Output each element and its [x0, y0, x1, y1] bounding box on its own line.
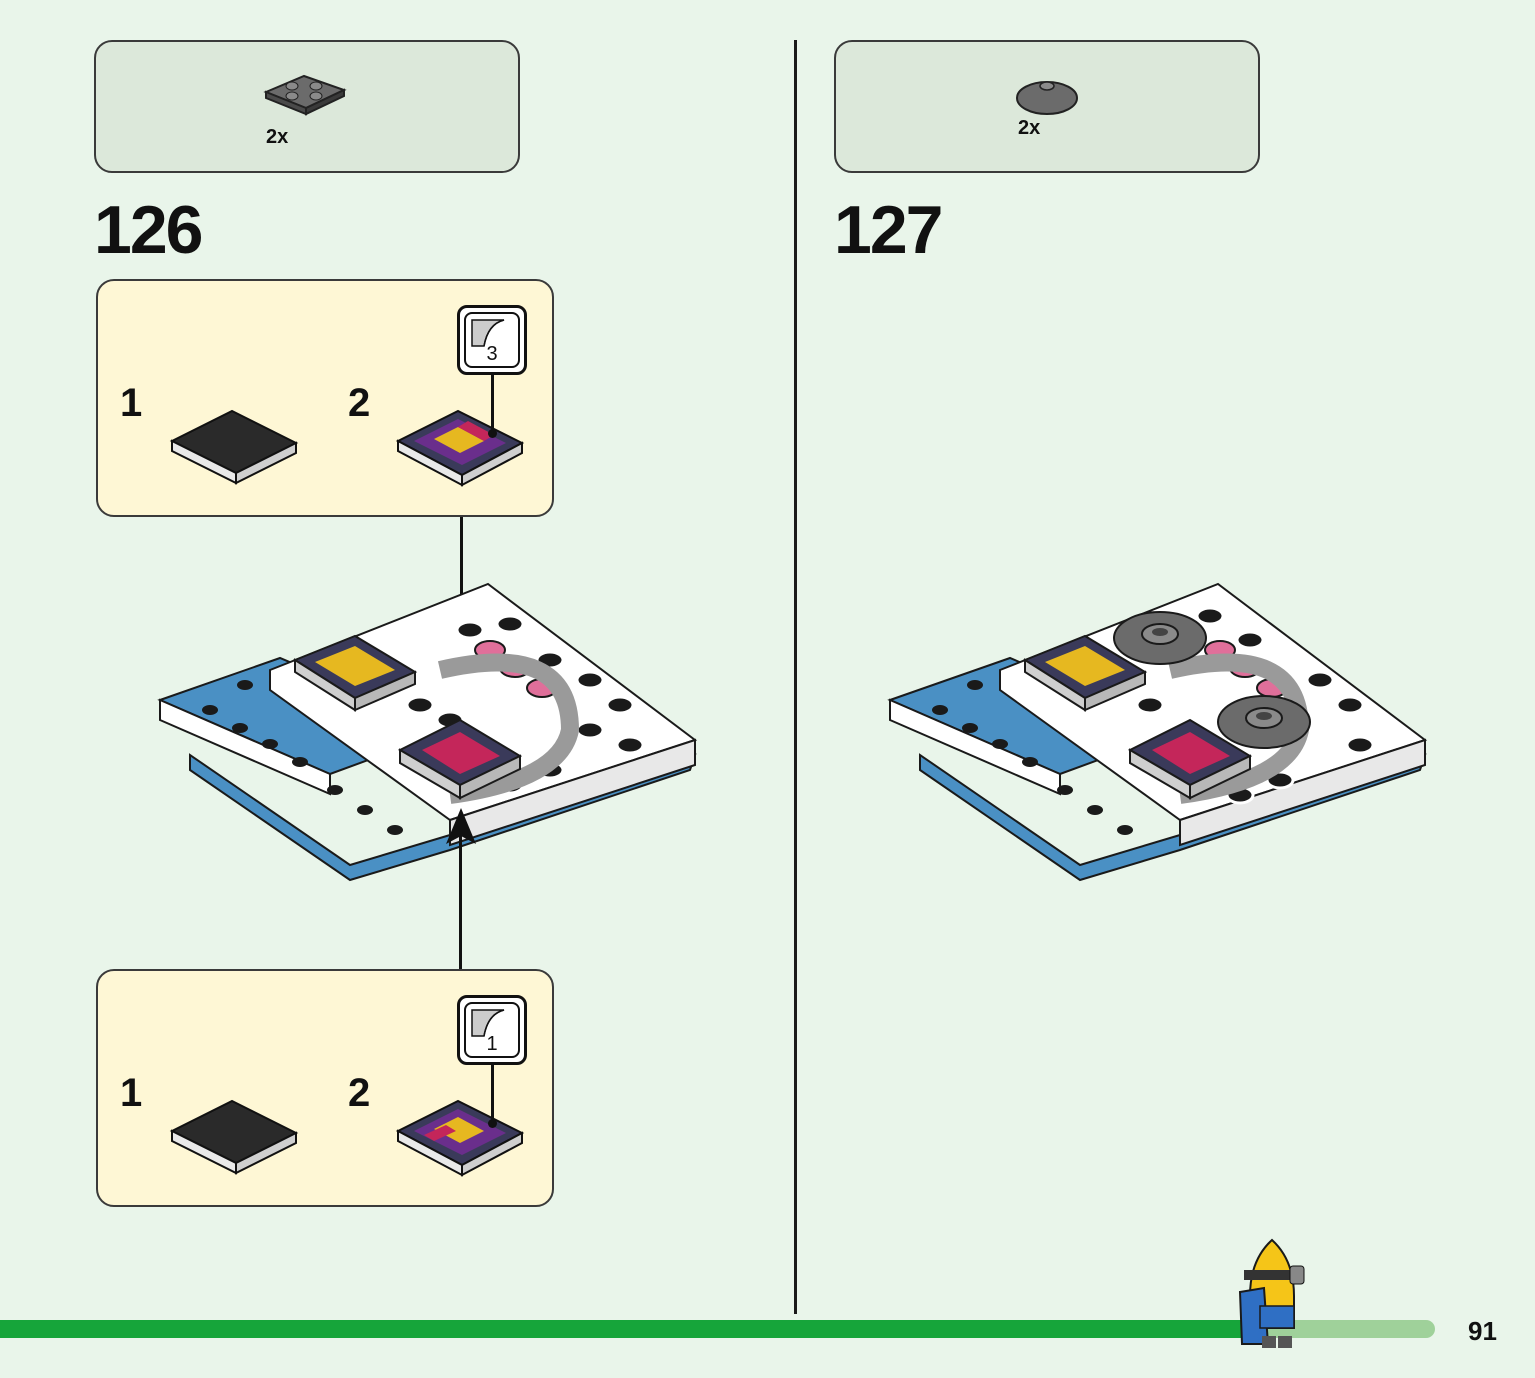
step-number: 127 — [834, 192, 943, 268]
connector-line-top — [460, 517, 463, 655]
dark-grey-round-dish-icon — [1016, 81, 1078, 115]
black-tile-2x2-icon — [169, 409, 299, 485]
substep-number: 2 — [348, 381, 371, 425]
blue-edge-studs — [202, 680, 403, 835]
parts-list-126: 2x — [94, 40, 520, 173]
sticker-leader-line — [491, 1065, 494, 1123]
arrow-up-icon — [446, 808, 476, 844]
part-quantity: 2x — [1018, 117, 1041, 139]
substep-number: 1 — [120, 381, 143, 425]
printed-tile-with-sticker-icon — [395, 409, 525, 487]
sticker-reference: 3 — [457, 305, 527, 375]
dark-grey-dish-placed — [1217, 695, 1311, 749]
substep-number: 2 — [348, 1071, 371, 1115]
sticker-peel-icon — [471, 319, 505, 347]
subassembly-callout-top: 1 2 3 — [96, 279, 554, 517]
subassembly-callout-bottom: 1 2 1 — [96, 969, 554, 1207]
printed-tile-placed — [292, 634, 418, 712]
substep-number: 1 — [120, 1071, 143, 1115]
printed-tile-placed — [397, 718, 523, 800]
assembly-model-127 — [887, 582, 1428, 882]
page-number: 91 — [1468, 1316, 1497, 1346]
printed-tile-with-sticker-icon — [395, 1099, 525, 1177]
assembly-model-126 — [157, 582, 698, 882]
sticker-leader-dot — [488, 429, 497, 438]
black-tile-2x2-icon — [169, 1099, 299, 1175]
sticker-number: 3 — [486, 343, 498, 365]
sticker-peel-icon — [471, 1009, 505, 1037]
sticker-leader-line — [491, 375, 494, 433]
sticker-reference: 1 — [457, 995, 527, 1065]
connector-line-bottom — [459, 836, 462, 970]
part-quantity: 2x — [266, 126, 289, 148]
minion-mascot-icon — [1238, 1238, 1305, 1348]
step-number: 126 — [94, 192, 203, 268]
dark-grey-dish-placed — [1113, 611, 1207, 665]
progress-fill — [0, 1320, 1248, 1338]
parts-list-127: 2x — [834, 40, 1260, 173]
dark-grey-plate-2x2-with-studs-icon — [263, 74, 347, 116]
sticker-leader-dot — [488, 1119, 497, 1128]
sticker-number: 1 — [486, 1033, 498, 1055]
page-divider — [794, 40, 797, 1314]
